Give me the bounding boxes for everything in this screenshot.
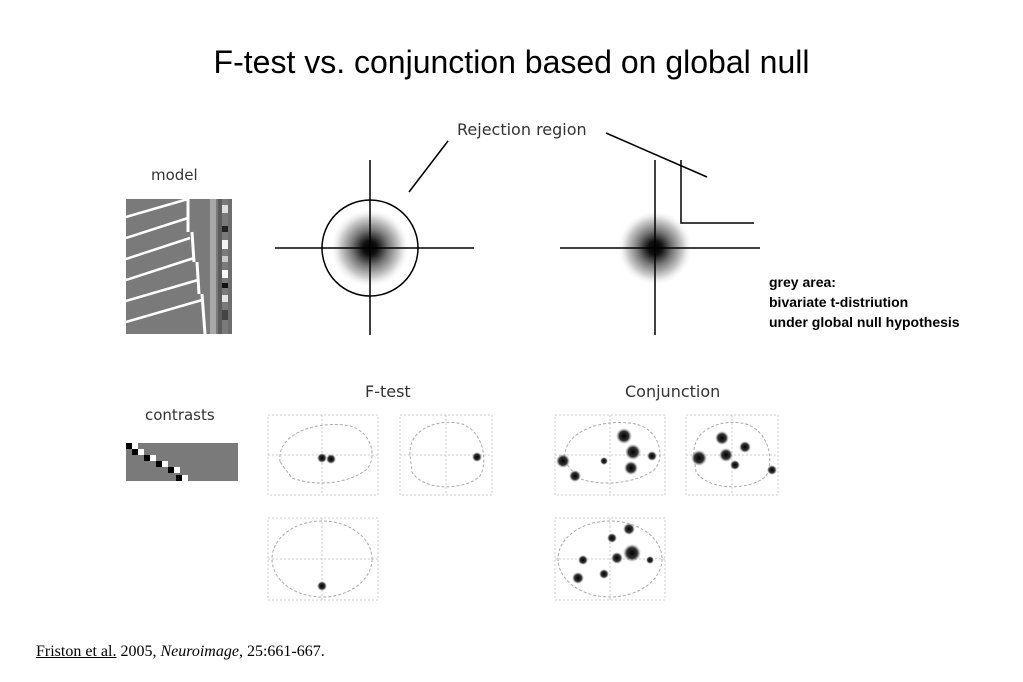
model-label: model [151,166,198,184]
citation-ref: , 25:661-667. [238,643,325,660]
conjunction-label: Conjunction [625,382,721,401]
rejection-pointer-lines [408,132,708,193]
conjunction-glass-brain-coronal [685,414,779,496]
conjunction-distribution-diagram [560,160,760,335]
f-test-glass-brain-coronal [399,414,493,496]
f-test-glass-brain-sagittal [267,414,379,496]
grey-note-line-2: bivariate t-distriution [769,294,909,310]
citation-authors: Friston et al. [36,643,117,660]
model-design-matrix [125,197,232,335]
grey-note-line-1: grey area: [769,274,836,290]
grey-note-line-3: under global null hypothesis [769,314,960,330]
rejection-region-label: Rejection region [457,120,587,139]
f-test-label: F-test [365,382,411,401]
conjunction-glass-brain-axial [554,517,666,601]
citation: Friston et al. 2005, Neuroimage, 25:661-… [36,643,325,661]
contrasts-matrix [126,443,238,481]
conjunction-glass-brain-sagittal [554,414,666,496]
citation-year: 2005, [116,643,161,660]
f-test-glass-brain-axial [267,517,379,601]
citation-journal: Neuroimage [160,643,239,660]
grey-area-note: grey area: bivariate t-distriution under… [769,272,960,332]
contrasts-label: contrasts [145,406,215,424]
slide-title: F-test vs. conjunction based on global n… [213,44,810,80]
f-test-distribution-diagram [275,160,474,335]
